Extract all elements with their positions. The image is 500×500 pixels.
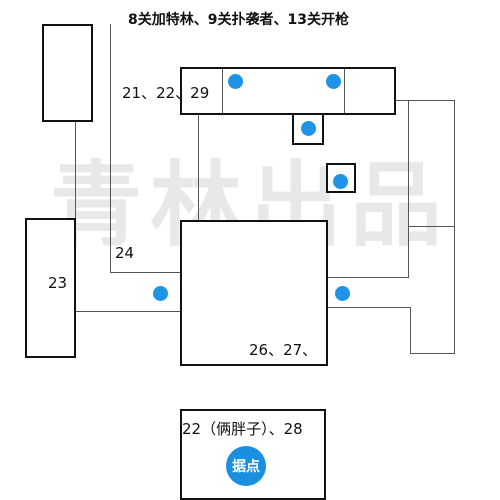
room-top-left [42, 24, 93, 122]
corridor-line [327, 277, 409, 278]
corridor-line [408, 100, 409, 278]
label-room-22-28: 22（俩胖子）、28 [182, 420, 303, 438]
room-main [180, 220, 328, 366]
corridor-line [75, 311, 182, 312]
corridor-line [410, 307, 411, 354]
base-label: 据点 [232, 459, 260, 475]
room-top-spawn [180, 67, 396, 115]
wave-note-title: 8关加特林、9关扑袭者、13关开枪 [128, 12, 349, 28]
corridor-line [395, 100, 455, 101]
corridor-line [408, 226, 455, 227]
spawn-marker-icon [228, 74, 243, 89]
spawn-marker-icon [301, 121, 316, 136]
label-room-21-22-29: 21、22、29 [122, 84, 210, 102]
label-room-26-27: 26、27、 [249, 341, 318, 359]
corridor-line [75, 121, 76, 218]
spawn-marker-icon [153, 286, 168, 301]
corridor-line [327, 307, 411, 308]
room-23 [25, 218, 76, 358]
room-base [180, 409, 326, 500]
corridor-line [110, 272, 182, 273]
label-room-23: 23 [48, 274, 68, 292]
spawn-marker-icon [335, 286, 350, 301]
base-marker: 据点 [226, 446, 266, 486]
spawn-marker-icon [326, 74, 341, 89]
spawn-marker-icon [333, 174, 348, 189]
corridor-line [454, 100, 455, 354]
room-divider [344, 69, 345, 113]
label-room-24: 24 [115, 244, 135, 262]
corridor-line [198, 114, 199, 242]
corridor-line [410, 353, 455, 354]
corridor-line [110, 24, 111, 272]
room-divider [222, 69, 223, 113]
